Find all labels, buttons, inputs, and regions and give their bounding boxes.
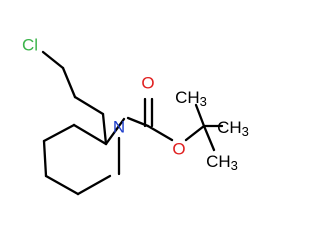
bond-ring-c2-n	[104, 117, 126, 146]
bond-c1-c2	[61, 66, 77, 99]
bond-ring-c6-n	[76, 174, 112, 196]
bond-tbu-methyl-bottom	[202, 124, 216, 152]
bond-cl-c1	[41, 50, 65, 70]
atom-methyl-bottom-label: CH3	[206, 152, 238, 173]
bond-ring-c3-c4	[42, 123, 76, 143]
methyl-bottom-label-group: CH3	[206, 152, 238, 173]
atom-nitrogen-label: N	[113, 118, 125, 137]
bond-ring-c5-c6	[44, 174, 80, 196]
bonds	[41, 50, 224, 196]
atom-methyl-top-label: CH3	[175, 88, 207, 109]
bond-tbu-methyl-top	[194, 103, 206, 128]
bond-c3-ring	[101, 112, 108, 146]
methyl-right-label-group: CH3	[217, 118, 249, 139]
molecule-structure: Cl N O O CH3 CH3 CH3	[22, 36, 249, 196]
atom-labels: Cl N O O CH3 CH3 CH3	[22, 36, 249, 173]
bond-c2-c3	[73, 95, 105, 116]
atom-chlorine-label: Cl	[22, 36, 38, 55]
atom-methyl-right-label: CH3	[217, 118, 249, 139]
atom-carbonyl-oxygen-label: O	[141, 74, 154, 93]
bond-ring-c2-c3	[72, 123, 108, 146]
atom-ester-oxygen-label: O	[172, 140, 185, 159]
bond-carbonyl-ester-o	[146, 124, 174, 142]
methyl-top-label-group: CH3	[175, 88, 207, 109]
bond-ester-o-tbu	[184, 124, 206, 142]
bond-ring-c4-c5	[42, 139, 48, 178]
